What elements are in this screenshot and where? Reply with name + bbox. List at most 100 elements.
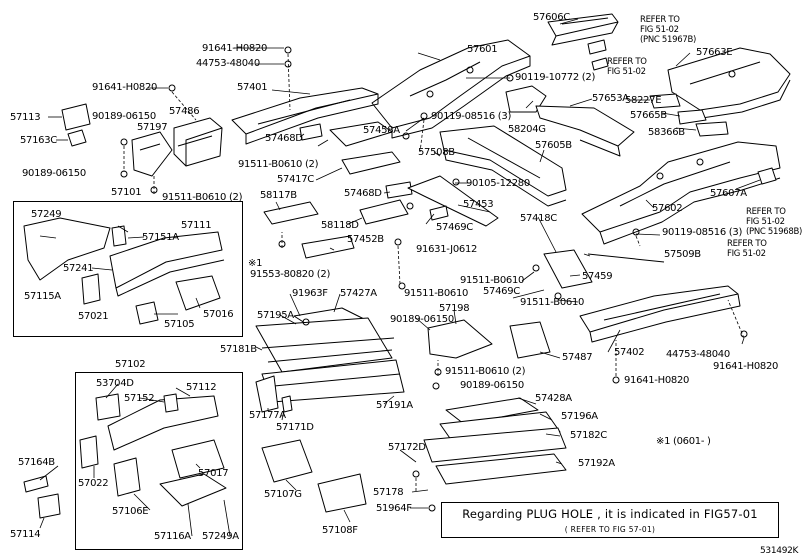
part-label: 57197 (137, 122, 168, 133)
part-label: 57601 (467, 44, 498, 55)
part-label: 57171D (276, 422, 314, 433)
part-label: 58366B (648, 127, 685, 138)
part-label: 91511-B0610 (2) (162, 192, 243, 203)
part-label: 57509B (664, 249, 701, 260)
part-57418C-shape (543, 249, 593, 289)
part-label: 91511-B0610 (2) (445, 366, 526, 377)
part-label: 57468D (265, 133, 303, 144)
part-label: 91641-H0820 (713, 361, 779, 372)
part-label: 57249 (31, 209, 62, 220)
part-57607A-shape (757, 167, 777, 185)
part-label: 57177A (249, 410, 286, 421)
part-label: 57653A (592, 93, 629, 104)
part-58204G-shape (505, 85, 547, 113)
part-57428A-shape (445, 397, 539, 425)
part-57116A-shape (159, 473, 227, 507)
part-label: 57107G (264, 489, 302, 500)
part-57112-shape (107, 395, 219, 451)
part-label: 57195A (257, 310, 294, 321)
assembly-box-57102 (75, 372, 243, 550)
part-57452B-shape (301, 235, 355, 259)
part-label: 53704D (96, 378, 134, 389)
part-label: 57469C (483, 286, 520, 297)
part-57021-shape (81, 273, 101, 305)
part-label: 57198 (439, 303, 470, 314)
part-label: 57178 (373, 487, 404, 498)
part-57192A-shape (435, 453, 567, 485)
part-label: 57114 (10, 529, 41, 540)
part-label: 58117B (260, 190, 297, 201)
part-57171D-shape (281, 395, 293, 413)
part-label: 57108F (322, 525, 358, 536)
part-label: 91553-80820 (2) (250, 269, 331, 280)
part-57198-shape (427, 319, 493, 359)
refer-note: (PNC 51968B) (746, 227, 803, 237)
part-label: 57607A (710, 188, 747, 199)
part-57177A-shape (255, 375, 279, 413)
part-57107G-shape (261, 439, 313, 483)
part-label: 57605B (535, 140, 572, 151)
part-label: 51964F (376, 503, 412, 514)
part-57195A-shape (255, 317, 393, 373)
part-bracket-shape (587, 39, 607, 55)
part-label: 90189-06150 (22, 168, 86, 179)
plug-hole-note-ref: ( REFER TO FIG 57-01) (564, 525, 656, 534)
part-label: 57181B (220, 344, 257, 355)
refer-note: REFER TO (640, 15, 680, 25)
part-label: 57192A (578, 458, 615, 469)
part-label: 57191A (376, 400, 413, 411)
part-57151A-shape (111, 225, 127, 247)
part-label: 57452B (347, 234, 384, 245)
part-label: 90105-12280 (466, 178, 530, 189)
figure-id: 531492K (760, 546, 799, 556)
part-label: 57487 (562, 352, 593, 363)
part-label: 57427A (340, 288, 377, 299)
part-58366B-shape (695, 121, 729, 137)
part-53704D-shape (95, 393, 121, 421)
part-label: ※1 (248, 258, 263, 269)
part-58118D-shape (359, 199, 409, 225)
part-label: 57163C (20, 135, 57, 146)
part-label: 44753-48040 (196, 58, 260, 69)
part-label: 90189-06150 (92, 111, 156, 122)
part-57106E-shape (113, 457, 141, 497)
part-label: 57453 (463, 199, 494, 210)
part-label: 57402 (614, 347, 645, 358)
refer-note: FIG 51-02 (727, 249, 766, 259)
footnote: ※1 (0601- ) (656, 436, 711, 447)
part-label: 90119-08516 (3) (662, 227, 743, 238)
part-57417C-shape (341, 151, 401, 175)
refer-note: (PNC 51967B) (640, 35, 697, 45)
part-57487-shape (509, 321, 551, 359)
part-57152-shape (163, 393, 179, 413)
part-57653A-shape (535, 105, 635, 157)
part-label: 91511-B0610 (404, 288, 469, 299)
part-label: 58118D (321, 220, 359, 231)
part-57486-shape (173, 117, 223, 167)
part-label: 90189-06150 (460, 380, 524, 391)
refer-note: FIG 51-02 (746, 217, 785, 227)
part-label: 57151A (142, 232, 179, 243)
part-label: 57106E (112, 506, 149, 517)
part-57105-shape (135, 301, 159, 325)
part-57509B-shape (587, 253, 665, 263)
part-label: 57417C (277, 174, 314, 185)
plug-hole-note-box: Regarding PLUG HOLE , it is indicated in… (441, 502, 779, 538)
part-57468D-shape (299, 123, 323, 141)
part-57601-shape (371, 39, 531, 139)
part-label: 58204G (508, 124, 546, 135)
part-label: 57508B (418, 147, 455, 158)
part-label: 57115A (24, 291, 61, 302)
part-57163C-shape (67, 129, 87, 147)
refer-note: FIG 51-02 (607, 67, 646, 77)
part-57182C-shape (423, 427, 567, 463)
part-label: 57152 (124, 393, 155, 404)
part-label: 57172D (388, 442, 426, 453)
part-label: 90189-06150 (390, 314, 454, 325)
part-label: 57102 (115, 359, 146, 370)
part-label: 91641-H0820 (92, 82, 158, 93)
refer-note: REFER TO (607, 57, 647, 67)
part-label: 57458A (363, 125, 400, 136)
